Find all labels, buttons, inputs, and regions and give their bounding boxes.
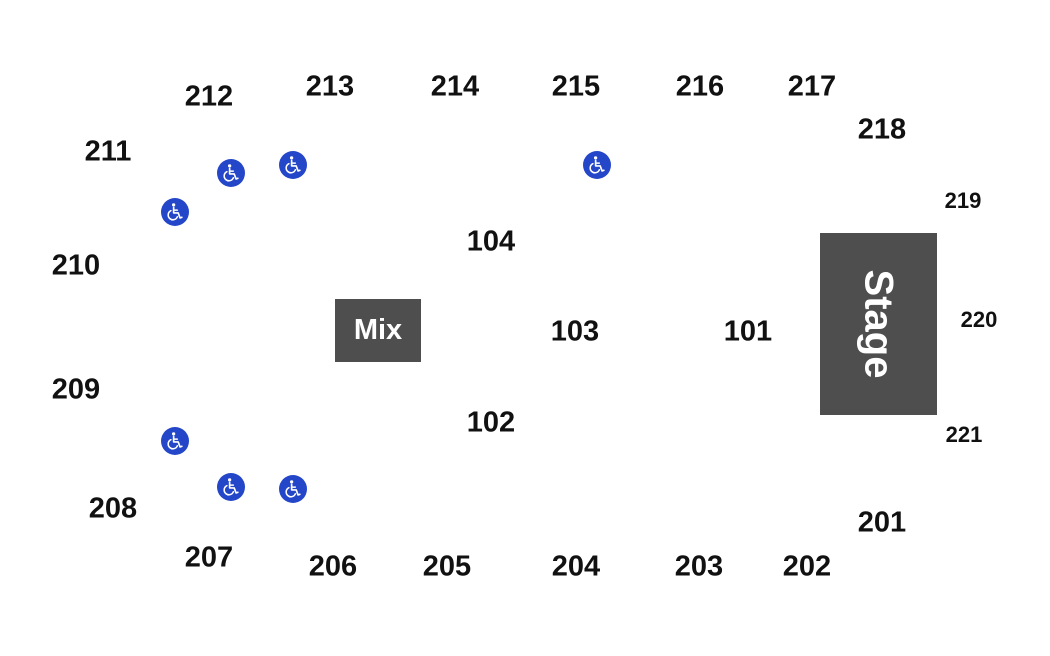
section-220[interactable]: 220: [960, 307, 998, 332]
section-207[interactable]: 207: [184, 541, 234, 574]
wheelchair-icon[interactable]: [161, 427, 189, 455]
section-209[interactable]: 209: [51, 373, 101, 406]
section-212[interactable]: 212: [184, 80, 234, 113]
section-210[interactable]: 210: [51, 249, 101, 282]
wheelchair-glyph: [223, 478, 239, 496]
wheelchair-icon[interactable]: [217, 473, 245, 501]
section-203[interactable]: 203: [674, 550, 724, 583]
wheelchair-glyph: [167, 432, 183, 450]
section-215[interactable]: 215: [551, 70, 601, 103]
stage-label: Stage: [856, 269, 901, 379]
mix-label: Mix: [353, 314, 403, 346]
section-103[interactable]: 103: [550, 315, 600, 348]
section-213[interactable]: 213: [305, 70, 355, 103]
wheelchair-glyph: [223, 164, 239, 182]
wheelchair-glyph: [285, 480, 301, 498]
stage: Stage: [820, 233, 937, 415]
wheelchair-icon[interactable]: [279, 475, 307, 503]
wheelchair-glyph: [285, 156, 301, 174]
wheelchair-glyph: [589, 156, 605, 174]
section-201[interactable]: 201: [857, 506, 907, 539]
section-211[interactable]: 211: [84, 135, 132, 168]
section-202[interactable]: 202: [782, 550, 832, 583]
wheelchair-glyph: [167, 203, 183, 221]
section-219[interactable]: 219: [944, 188, 982, 213]
section-221[interactable]: 221: [945, 422, 983, 447]
section-214[interactable]: 214: [430, 70, 480, 103]
section-216[interactable]: 216: [675, 70, 725, 103]
section-102[interactable]: 102: [466, 406, 516, 439]
wheelchair-icon[interactable]: [217, 159, 245, 187]
section-208[interactable]: 208: [88, 492, 138, 525]
wheelchair-icon[interactable]: [279, 151, 307, 179]
section-204[interactable]: 204: [551, 550, 601, 583]
section-101[interactable]: 101: [723, 315, 773, 348]
section-104[interactable]: 104: [466, 225, 516, 258]
section-217[interactable]: 217: [787, 70, 837, 103]
section-218[interactable]: 218: [857, 113, 907, 146]
wheelchair-icon[interactable]: [161, 198, 189, 226]
section-205[interactable]: 205: [422, 550, 472, 583]
wheelchair-icon[interactable]: [583, 151, 611, 179]
section-206[interactable]: 206: [308, 550, 358, 583]
mix-position: Mix: [335, 299, 421, 362]
